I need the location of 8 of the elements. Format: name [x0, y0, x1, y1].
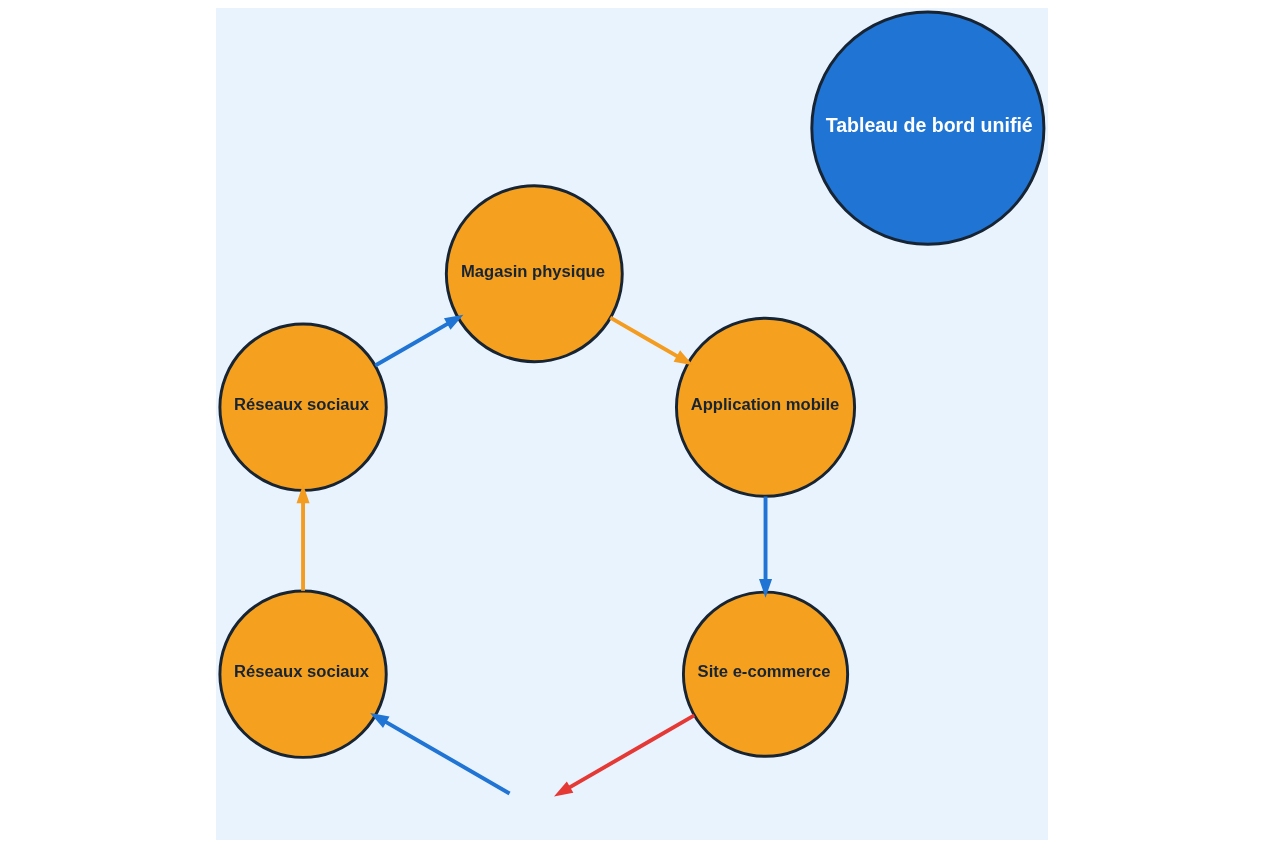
arrow: [759, 496, 773, 598]
arrow: [370, 712, 511, 796]
arrow: [553, 713, 696, 797]
arrow: [609, 315, 693, 366]
node-circle: Tableau de bord unifié: [810, 10, 1046, 246]
arrow: [374, 314, 464, 368]
node-circle: Site e-commerce: [681, 590, 850, 758]
node-circle: Réseaux sociaux: [218, 322, 388, 492]
